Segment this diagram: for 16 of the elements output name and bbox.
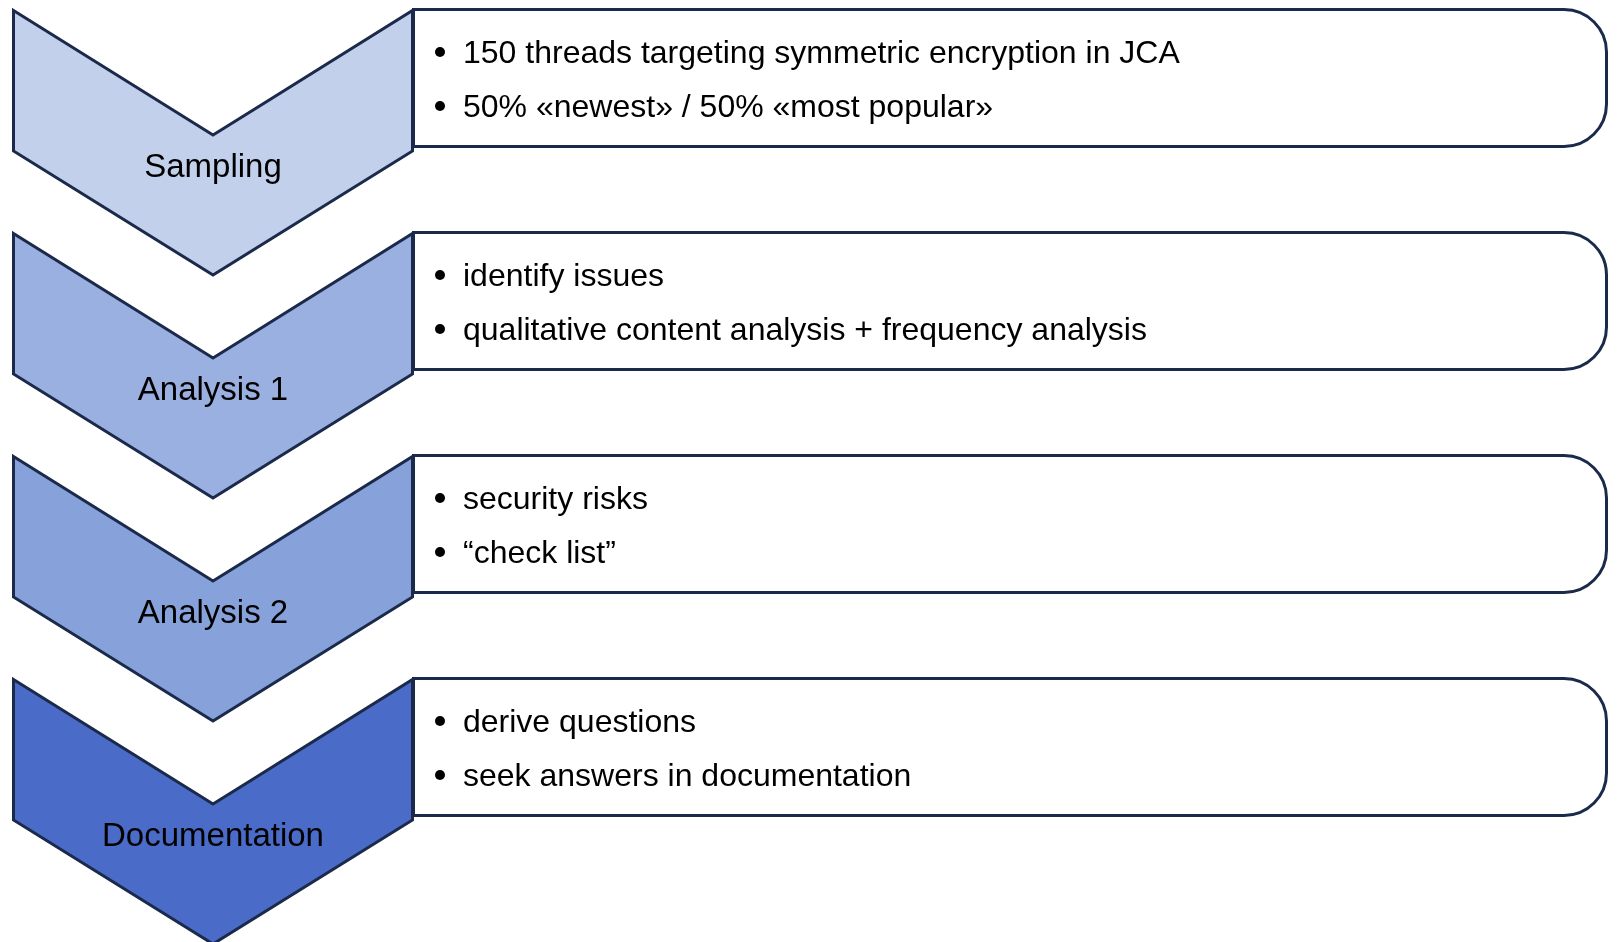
description-box [412, 454, 1608, 594]
bullet-text: seek answers in documentation [463, 756, 912, 795]
step-title: Analysis 2 [136, 594, 290, 631]
step-title: Analysis 1 [136, 371, 290, 408]
description-box [412, 231, 1608, 371]
bullet-text: “check list” [463, 533, 616, 572]
bullet-text: identify issues [463, 256, 664, 295]
bullet-text: qualitative content analysis + frequency analysis [463, 310, 1147, 349]
bullet-text: security risks [463, 479, 648, 518]
step-title: Documentation [101, 817, 325, 854]
bullet-text: derive questions [463, 702, 697, 741]
bullet-text: 150 threads targeting symmetric encryption in JCA [463, 33, 1180, 72]
description-box [412, 677, 1608, 817]
description-box [412, 8, 1608, 148]
bullet-text: 50% «newest» / 50% «most popular» [463, 87, 994, 126]
step-title: Sampling [143, 148, 283, 185]
